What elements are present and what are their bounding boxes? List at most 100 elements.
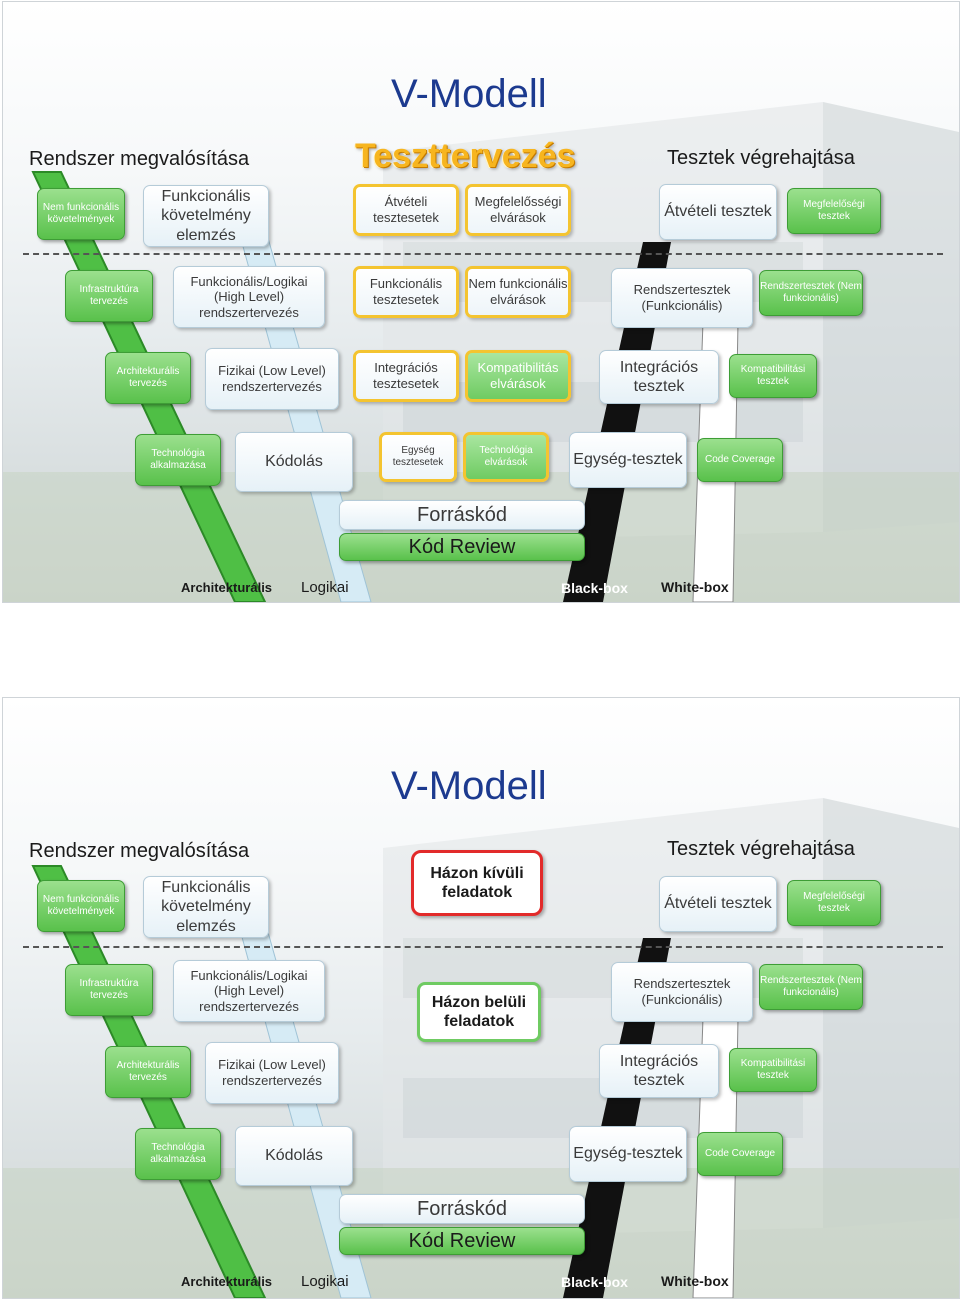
box-label: Code Coverage (704, 454, 776, 465)
box-label: Integrációs tesztek (619, 1052, 699, 1089)
dashed-separator (23, 946, 943, 948)
box-code-coverage: Code Coverage (697, 1132, 783, 1176)
box-label: Kódolás (265, 1147, 323, 1165)
box-label: Kód Review (408, 536, 516, 558)
box-label: Funkcionális/Logikai (High Level) rendsz… (190, 967, 308, 1014)
box-megfelelossegi-elvarasok: Megfelelősségi elvárások (465, 184, 571, 236)
box-low-level-rendszertervezes: Fizikai (Low Level) rendszertervezés (205, 348, 339, 410)
box-label: Nem funkcionális követelmények (42, 894, 120, 917)
box-nem-funkcionalis-elvarasok: Nem funkcionális elvárások (465, 266, 571, 318)
label-logikai: Logikai (301, 579, 349, 596)
box-label: Házon kívüli feladatok (430, 864, 524, 901)
box-label: Integrációs tesztek (619, 358, 699, 395)
box-rendszertesztek-funkcionalis: Rendszertesztek (Funkcionális) (611, 268, 753, 328)
box-egyseg-tesztek: Egység-tesztek (569, 1126, 687, 1182)
box-megfelelosegi-tesztek: Megfelelőségi tesztek (787, 188, 881, 234)
box-label: Egység-tesztek (573, 1145, 683, 1163)
label-white-box: White-box (661, 1273, 729, 1289)
box-label: Fizikai (Low Level) rendszertervezés (218, 363, 326, 394)
box-infrastruktura-tervezes: Infrastruktúra tervezés (65, 270, 153, 322)
box-label: Megfelelőségi tesztek (803, 891, 865, 914)
box-label: Rendszertesztek (Funkcionális) (633, 282, 731, 313)
box-kompatibilitas-elvarasok: Kompatibilitás elvárások (465, 350, 571, 402)
label-logikai: Logikai (301, 1273, 349, 1290)
label-architekturalis: Architekturális (181, 580, 273, 595)
left-heading: Rendszer megvalósítása (29, 840, 250, 862)
box-label: Funkcionális/Logikai (High Level) rendsz… (190, 273, 308, 320)
box-kodolas: Kódolás (235, 432, 353, 492)
box-label: Infrastruktúra tervezés (79, 284, 139, 307)
box-label: Funkcionális követelmény elemzés (161, 879, 251, 935)
box-integracios-tesztesetek: Integrációs tesztesetek (353, 350, 459, 402)
box-label: Technológia alkalmazása (150, 448, 206, 471)
box-kodolas: Kódolás (235, 1126, 353, 1186)
box-label: Nem funkcionális követelmények (42, 202, 120, 225)
box-label: Infrastruktúra tervezés (79, 978, 139, 1001)
box-label: Kód Review (408, 1230, 516, 1252)
box-label: Kompatibilitási tesztek (740, 364, 806, 387)
box-rendszertesztek-funkcionalis: Rendszertesztek (Funkcionális) (611, 962, 753, 1022)
box-low-level-rendszertervezes: Fizikai (Low Level) rendszertervezés (205, 1042, 339, 1104)
box-integracios-tesztek: Integrációs tesztek (599, 350, 719, 404)
box-label: Átvételi tesztek (664, 895, 772, 913)
box-funkcionalis-tesztesetek: Funkcionális tesztesetek (353, 266, 459, 318)
box-nem-funkcionalis-kovetelmenyek: Nem funkcionális követelmények (37, 188, 125, 240)
box-label: Rendszertesztek (Funkcionális) (633, 976, 731, 1007)
left-heading: Rendszer megvalósítása (29, 148, 250, 170)
slide-2: V-Modell Rendszer megvalósítása Tesztek … (2, 697, 960, 1299)
box-label: Megfelelősségi elvárások (474, 194, 562, 225)
box-label: Kompatibilitási tesztek (740, 1058, 806, 1081)
box-label: Rendszertesztek (Nem funkcionális) (760, 281, 862, 304)
box-kod-review: Kód Review (339, 1227, 585, 1255)
box-megfelelosegi-tesztek: Megfelelőségi tesztek (787, 880, 881, 926)
box-technologia-alkalmazasa: Technológia alkalmazása (135, 1128, 221, 1180)
black-stripe (563, 242, 671, 602)
box-high-level-rendszertervezes: Funkcionális/Logikai (High Level) rendsz… (173, 266, 325, 328)
dashed-separator (23, 253, 943, 255)
box-architekturalis-tervezes: Architekturális tervezés (105, 352, 191, 404)
box-funkcionalis-kovetelmeny-elemzes: Funkcionális követelmény elemzés (143, 185, 269, 247)
box-infrastruktura-tervezes: Infrastruktúra tervezés (65, 964, 153, 1016)
box-code-coverage: Code Coverage (697, 438, 783, 482)
box-egyseg-tesztek: Egység-tesztek (569, 432, 687, 488)
box-atveteli-tesztek: Átvételi tesztek (659, 876, 777, 932)
black-stripe (563, 938, 671, 1298)
box-label: Egység tesztesetek (392, 445, 444, 468)
slide-title: V-Modell (391, 72, 547, 116)
box-label: Átvételi tesztesetek (373, 194, 439, 225)
box-label: Fizikai (Low Level) rendszertervezés (218, 1057, 326, 1088)
box-egyseg-tesztesetek: Egység tesztesetek (379, 432, 457, 482)
label-white-box: White-box (661, 579, 729, 595)
box-label: Funkcionális követelmény elemzés (161, 188, 251, 244)
box-label: Architekturális tervezés (116, 366, 180, 389)
box-label: Megfelelőségi tesztek (803, 199, 865, 222)
box-label: Architekturális tervezés (116, 1060, 180, 1083)
building-background (3, 798, 959, 1298)
box-rendszertesztek-nem-funkcionalis: Rendszertesztek (Nem funkcionális) (759, 270, 863, 316)
label-architekturalis: Architekturális (181, 1274, 273, 1289)
right-heading: Tesztek végrehajtása (667, 147, 855, 169)
box-technologia-elvarasok: Technológia elvárások (463, 432, 549, 482)
box-rendszertesztek-nem-funkcionalis: Rendszertesztek (Nem funkcionális) (759, 964, 863, 1010)
box-label: Technológia elvárások (479, 445, 533, 468)
box-atveteli-tesztesetek: Átvételi tesztesetek (353, 184, 459, 236)
box-integracios-tesztek: Integrációs tesztek (599, 1044, 719, 1098)
box-label: Egység-tesztek (573, 451, 683, 469)
box-label: Átvételi tesztek (664, 203, 772, 221)
box-hazon-beluli-feladatok: Házon belüli feladatok (417, 982, 541, 1042)
box-label: Code Coverage (704, 1148, 776, 1159)
box-label: Kompatibilitás elvárások (477, 360, 559, 391)
label-black-box: Black-box (561, 580, 628, 596)
box-funkcionalis-kovetelmeny-elemzes: Funkcionális követelmény elemzés (143, 876, 269, 938)
box-kompatibilitasi-tesztek: Kompatibilitási tesztek (729, 1048, 817, 1092)
box-atveteli-tesztek: Átvételi tesztek (659, 184, 777, 240)
box-label: Funkcionális tesztesetek (369, 276, 443, 307)
box-forraskod: Forráskód (339, 500, 585, 530)
box-architekturalis-tervezes: Architekturális tervezés (105, 1046, 191, 1098)
center-heading: Teszttervezés (355, 137, 576, 175)
box-label: Rendszertesztek (Nem funkcionális) (760, 975, 862, 998)
slide-1: V-Modell Rendszer megvalósítása Tesztter… (2, 1, 960, 603)
box-hazon-kivuli-feladatok: Házon kívüli feladatok (411, 850, 543, 916)
box-label: Integrációs tesztesetek (373, 360, 439, 391)
box-label: Nem funkcionális elvárások (468, 276, 568, 307)
